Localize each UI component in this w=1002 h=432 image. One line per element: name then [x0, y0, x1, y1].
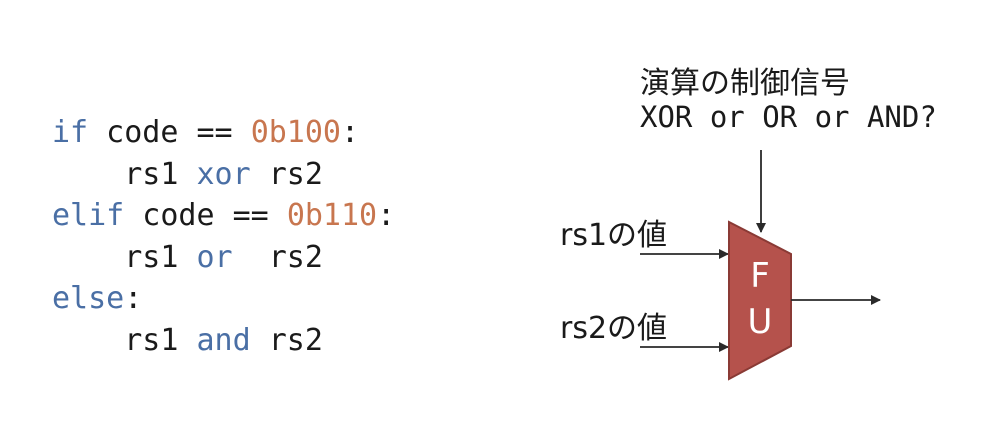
input1-label: rs1の値	[560, 218, 668, 253]
code-number: 0b100	[250, 115, 341, 150]
code-keyword: elif	[52, 198, 125, 233]
code-text: code ==	[124, 198, 287, 233]
code-keyword: xor	[196, 156, 251, 192]
code-text: :	[124, 281, 143, 316]
code-line: rs1 or rs2	[52, 237, 395, 279]
code-text: code ==	[88, 115, 251, 150]
control-signal-label: 演算の制御信号	[640, 66, 850, 101]
fu-letter-u: U	[747, 302, 773, 342]
fu-letter-f: F	[750, 256, 770, 296]
code-line: rs1 and rs2	[52, 320, 395, 362]
code-text: rs2	[250, 156, 323, 192]
code-text: :	[377, 198, 396, 233]
code-keyword: and	[196, 322, 251, 358]
code-text: rs2	[250, 322, 323, 358]
fu-unit-shape	[728, 220, 792, 381]
code-text: rs2	[232, 239, 323, 275]
code-line: else:	[52, 278, 395, 320]
code-text: rs1	[52, 156, 197, 192]
control-ops-label: XOR or OR or AND?	[640, 100, 937, 134]
code-number: 0b110	[286, 198, 378, 233]
code-keyword: if	[52, 115, 89, 150]
code-line: elif code == 0b110:	[52, 195, 395, 237]
code-line: if code == 0b100:	[52, 112, 395, 154]
code-keyword: or	[196, 239, 233, 275]
input2-label: rs2の値	[560, 311, 668, 346]
code-text: rs1	[52, 322, 197, 358]
code-line: rs1 xor rs2	[52, 154, 395, 196]
code-text: rs1	[52, 239, 197, 275]
code-text: :	[341, 115, 360, 150]
code-keyword: else	[52, 281, 125, 316]
